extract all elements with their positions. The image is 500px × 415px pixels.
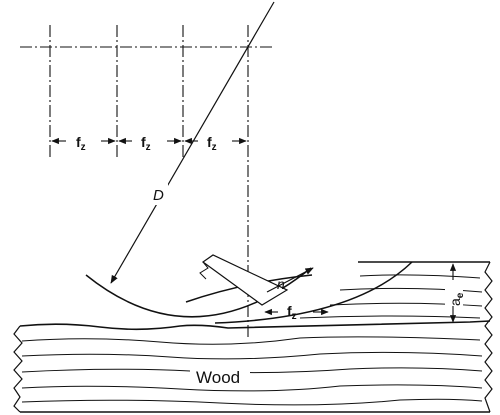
material-label: Wood — [196, 368, 240, 387]
tooth-center-lines — [49, 25, 249, 338]
fz-label-2: fz — [141, 134, 151, 153]
diameter-label-bg — [152, 183, 168, 205]
workpiece-top-edge — [19, 320, 491, 331]
fz-label-1: fz — [76, 134, 86, 153]
material-label-bg — [190, 366, 250, 388]
rotation-label: n — [277, 276, 285, 292]
rotation-arrow — [266, 267, 314, 293]
fz-label-3: fz — [207, 134, 217, 153]
workpiece-right-break — [484, 261, 493, 413]
wood-grain — [21, 274, 483, 406]
depth-label: ae — [447, 292, 466, 306]
diameter-line — [110, 1, 275, 284]
blade-break — [199, 261, 209, 280]
fz-label-lower: fz — [287, 303, 297, 322]
diameter-label: D — [153, 187, 164, 204]
depth-label-bg — [445, 280, 463, 306]
workpiece-left-break — [13, 325, 23, 413]
cutter-blade — [201, 254, 289, 306]
